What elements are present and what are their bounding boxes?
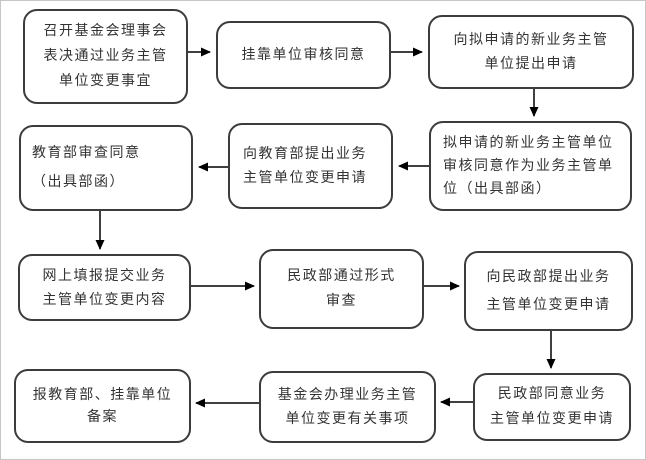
flow-box-line: 主管单位变更申请 xyxy=(486,297,611,313)
flow-box-line: 召开基金会理事会 xyxy=(43,23,168,39)
flow-box-line: 民政部同意业务 xyxy=(497,386,607,402)
flow-box-apply-mca: 向民政部提出业务 主管单位变更申请 xyxy=(464,251,633,331)
flow-box-line: 单位提出申请 xyxy=(484,56,578,72)
flow-box-line: 拟申请的新业务主管单位 xyxy=(443,134,614,151)
flow-box-affiliate-approve: 挂靠单位审核同意 xyxy=(216,21,391,89)
flow-box-line: 单位变更有关事项 xyxy=(285,411,410,427)
flow-box-line: 向教育部提出业务 xyxy=(243,146,367,162)
flow-box-foundation-handle: 基金会办理业务主管 单位变更有关事项 xyxy=(259,371,436,443)
flow-box-line: 主管单位变更内容 xyxy=(42,291,167,308)
flow-box-apply-moe: 向教育部提出业务 主管单位变更申请 xyxy=(228,123,393,209)
flow-box-line: 报教育部、挂靠单位 xyxy=(32,387,173,403)
flow-box-line: 主管单位变更申请 xyxy=(243,170,367,186)
flow-box-moe-approve: 教育部审查同意 （出具部函） xyxy=(19,125,193,211)
flow-box-convene-board: 召开基金会理事会 表决通过业务主管 单位变更事宜 xyxy=(23,9,188,104)
flow-box-line: 教育部审查同意 xyxy=(32,145,141,161)
flow-box-line: 审查 xyxy=(326,293,357,309)
flow-box-line: 基金会办理业务主管 xyxy=(277,387,418,403)
flow-box-filing-record: 报教育部、挂靠单位 备案 xyxy=(14,369,191,443)
flow-box-line: 向拟申请的新业务主管 xyxy=(453,32,609,48)
flow-box-line: 位（出具部函） xyxy=(443,180,552,197)
flow-box-line: 单位变更事宜 xyxy=(59,73,152,89)
flow-box-new-supervisor-approve: 拟申请的新业务主管单位 审核同意作为业务主管单 位（出具部函） xyxy=(429,121,632,211)
flow-box-line: 备案 xyxy=(87,409,118,425)
flow-box-line: 主管单位变更申请 xyxy=(490,411,614,427)
flow-box-line: （出具部函） xyxy=(32,174,125,190)
flow-box-line: 挂靠单位审核同意 xyxy=(241,47,366,63)
flow-box-apply-new-supervisor: 向拟申请的新业务主管 单位提出申请 xyxy=(428,15,634,89)
flow-box-mca-formal-review: 民政部通过形式 审查 xyxy=(259,249,424,329)
flow-box-line: 民政部通过形式 xyxy=(287,268,396,284)
flow-box-line: 向民政部提出业务 xyxy=(486,269,611,285)
flow-box-mca-approve: 民政部同意业务 主管单位变更申请 xyxy=(473,373,631,441)
flow-box-line: 网上填报提交业务 xyxy=(42,267,167,284)
flow-box-line: 审核同意作为业务主管单 xyxy=(443,157,614,174)
flow-box-online-submit: 网上填报提交业务 主管单位变更内容 xyxy=(18,254,191,321)
flow-box-line: 表决通过业务主管 xyxy=(43,48,168,64)
